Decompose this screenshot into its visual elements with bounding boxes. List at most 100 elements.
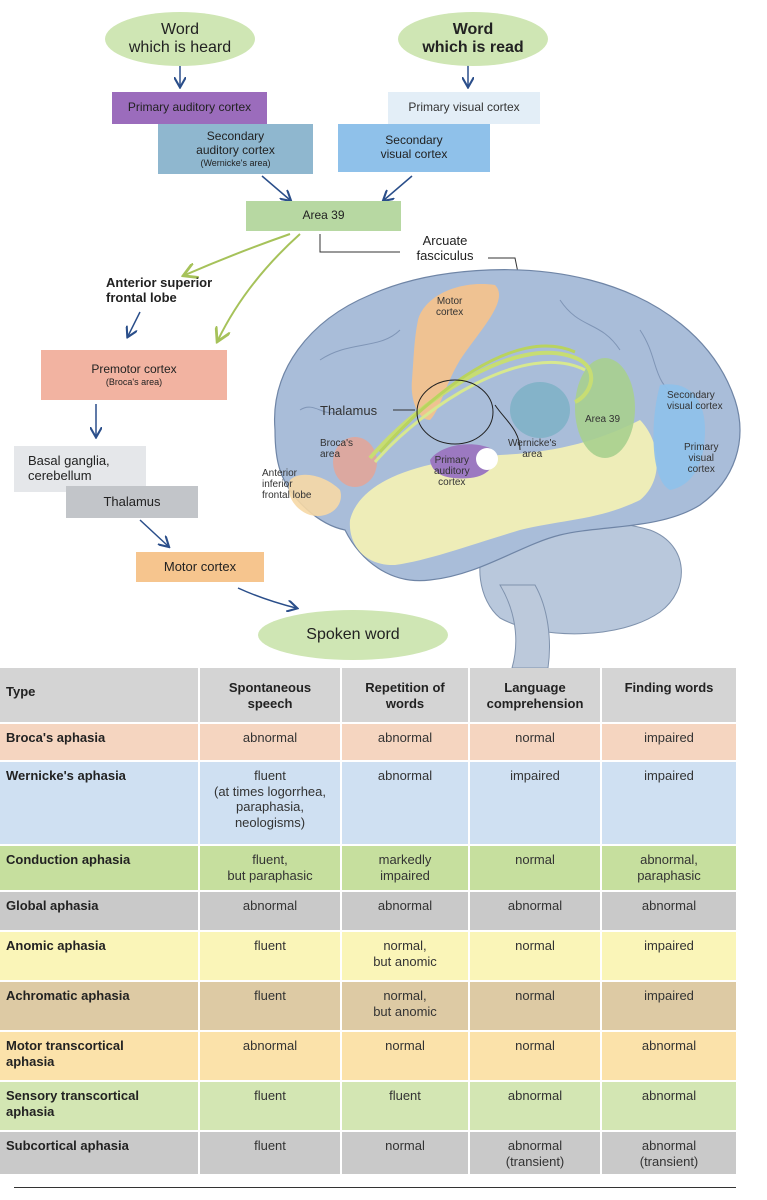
brain-label-broca: Broca's area <box>320 438 354 460</box>
cell-finding: impaired <box>644 730 694 745</box>
thalamus-label: Thalamus <box>103 493 161 509</box>
header-comprehension: Language comprehension <box>470 668 602 722</box>
cursor-dot <box>476 448 498 470</box>
thalamus-box: Thalamus <box>66 486 198 518</box>
leader-arcuate <box>319 234 400 253</box>
cell-speech: fluent <box>200 932 342 980</box>
secondary-auditory-title: Secondary auditory cortex <box>196 129 275 157</box>
cell-type: Wernicke's aphasia <box>0 762 200 844</box>
anterior-superior-label: Anterior superior frontal lobe <box>106 275 213 305</box>
cell-comprehension: normal <box>470 724 602 760</box>
cell-speech: abnormal <box>200 1032 342 1080</box>
brain-label-primary-auditory: Primary auditory cortex <box>434 455 470 488</box>
arrow-auditory-to-area39 <box>261 175 290 200</box>
cell-type: Anomic aphasia <box>0 932 200 980</box>
basal-ganglia-box: Basal ganglia, cerebellum <box>14 446 146 492</box>
cell-finding: impaired <box>644 988 694 1003</box>
cell-repetition: abnormal <box>342 762 470 844</box>
cell-comprehension: normal <box>470 932 602 980</box>
spoken-word-oval: Spoken word <box>258 610 448 660</box>
cell-speech: fluent <box>200 1082 342 1130</box>
cell-speech: fluent (at times logorrhea, paraphasia, … <box>200 762 342 844</box>
word-read-oval: Word which is read <box>398 12 548 66</box>
aphasia-table: Type Spontaneous speech Repetition of wo… <box>0 668 736 1176</box>
cell-speech: fluent <box>200 1132 342 1174</box>
primary-auditory-label: Primary auditory cortex <box>127 100 252 115</box>
temporal-region <box>349 420 657 566</box>
brain-label-thalamus: Thalamus <box>320 403 378 418</box>
secondary-auditory-box: Secondary auditory cortex (Wernicke's ar… <box>158 124 313 174</box>
table-header-row: Type Spontaneous speech Repetition of wo… <box>0 668 736 724</box>
motor-cortex-box: Motor cortex <box>136 552 264 582</box>
cell-repetition: normal <box>342 1132 470 1174</box>
cell-finding: abnormal <box>641 898 697 913</box>
thalamus-outline <box>416 379 494 445</box>
bottom-rule <box>14 1187 736 1188</box>
primary-auditory-box: Primary auditory cortex <box>112 92 267 124</box>
cell-type: Global aphasia <box>0 892 200 930</box>
arrow-anterior-to-premotor <box>128 311 141 336</box>
secondary-visual-label: Secondary visual cortex <box>380 133 448 161</box>
cell-type: Achromatic aphasia <box>0 982 200 1030</box>
basal-ganglia-label: Basal ganglia, cerebellum <box>28 453 110 483</box>
cell-repetition: abnormal <box>342 724 470 760</box>
area39-box: Area 39 <box>246 201 401 231</box>
cell-speech: abnormal <box>200 892 342 930</box>
brain-label-anterior-inferior: Anterior inferior frontal lobe <box>262 468 312 501</box>
cell-finding: abnormal <box>641 1088 697 1103</box>
anterior-inferior-region <box>288 474 341 516</box>
cell-speech: fluent, but paraphasic <box>200 846 342 890</box>
flow-arrows-layer <box>0 64 741 668</box>
cell-type: Conduction aphasia <box>0 846 200 890</box>
visual-cortex-region <box>653 384 705 490</box>
brain-label-wernicke: Wernicke's area <box>508 438 557 460</box>
cell-comprehension: abnormal <box>470 892 602 930</box>
header-speech: Spontaneous speech <box>200 668 342 722</box>
cell-comprehension: normal <box>470 982 602 1030</box>
cell-finding: abnormal (transient) <box>639 1138 699 1169</box>
arcuate-label: Arcuate fasciculus <box>416 233 474 263</box>
cell-repetition: normal <box>342 1032 470 1080</box>
cell-speech: abnormal <box>200 724 342 760</box>
primary-visual-label: Primary visual cortex <box>408 100 520 115</box>
brain-label-area39: Area 39 <box>585 414 621 425</box>
word-heard-label: Word which is heard <box>128 20 232 56</box>
arrow-visual-to-area39 <box>384 175 413 200</box>
word-heard-oval: Word which is heard <box>105 12 255 66</box>
cell-repetition: normal, but anomic <box>342 982 470 1030</box>
secondary-auditory-sub: (Wernicke's area) <box>200 157 271 168</box>
brain-label-primary-visual: Primary visual cortex <box>684 442 719 475</box>
cell-type: Subcortical aphasia <box>0 1132 200 1174</box>
brain-illustration <box>274 269 741 668</box>
arrow-area39-to-premotor <box>218 233 301 340</box>
cell-finding: impaired <box>644 938 694 953</box>
cell-repetition: abnormal <box>342 892 470 930</box>
premotor-box: Premotor cortex (Broca's area) <box>41 350 227 400</box>
header-type: Type <box>0 668 200 722</box>
header-finding: Finding words <box>624 680 714 695</box>
motor-cortex-label: Motor cortex <box>163 558 237 574</box>
arrow-motor-to-spoken <box>237 587 296 608</box>
area39-label: Area 39 <box>302 208 345 223</box>
premotor-title: Premotor cortex <box>91 361 177 376</box>
cell-type: Broca's aphasia <box>0 724 200 760</box>
header-repetition: Repetition of words <box>342 668 470 722</box>
spoken-word-label: Spoken word <box>306 625 400 643</box>
cell-comprehension: normal <box>470 1032 602 1080</box>
cell-finding: impaired <box>644 768 694 783</box>
wernicke-region <box>510 382 570 438</box>
cell-comprehension: abnormal (transient) <box>470 1132 602 1174</box>
cell-comprehension: impaired <box>470 762 602 844</box>
cell-repetition: fluent <box>342 1082 470 1130</box>
cell-finding: abnormal <box>641 1038 697 1053</box>
cell-repetition: markedly impaired <box>342 846 470 890</box>
word-read-label: Word which is read <box>422 20 524 56</box>
brainstem <box>499 584 550 668</box>
cell-comprehension: normal <box>470 846 602 890</box>
